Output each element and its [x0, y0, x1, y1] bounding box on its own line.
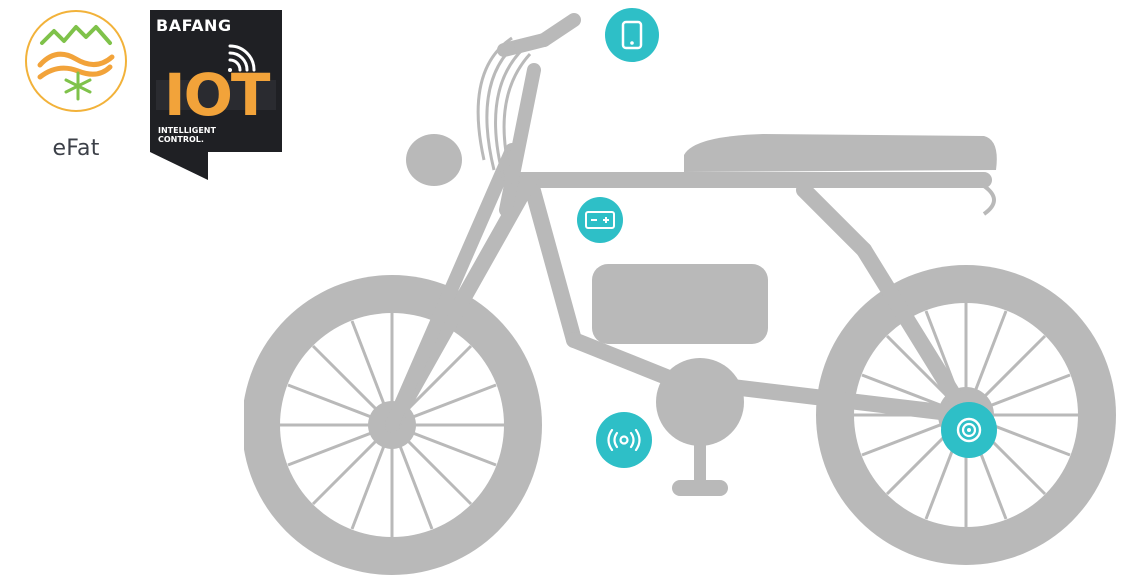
smartphone-icon [620, 20, 644, 50]
battery-icon [584, 210, 616, 230]
badge-brand-text: BAFANG [156, 16, 232, 35]
hub-motor-icon [955, 416, 983, 444]
brand-label: eFat [20, 136, 132, 161]
display-hotspot[interactable] [605, 8, 659, 62]
motor-hotspot[interactable] [941, 402, 997, 458]
efat-logo [24, 9, 128, 113]
wireless-signal-icon [606, 429, 642, 451]
badge-tagline: INTELLIGENT CONTROL. [158, 126, 216, 144]
mountain-snowflake-logo-icon [24, 9, 128, 113]
ebike-silhouette [244, 10, 1122, 577]
sensor-hotspot[interactable] [596, 412, 652, 468]
battery-hotspot[interactable] [577, 197, 623, 243]
